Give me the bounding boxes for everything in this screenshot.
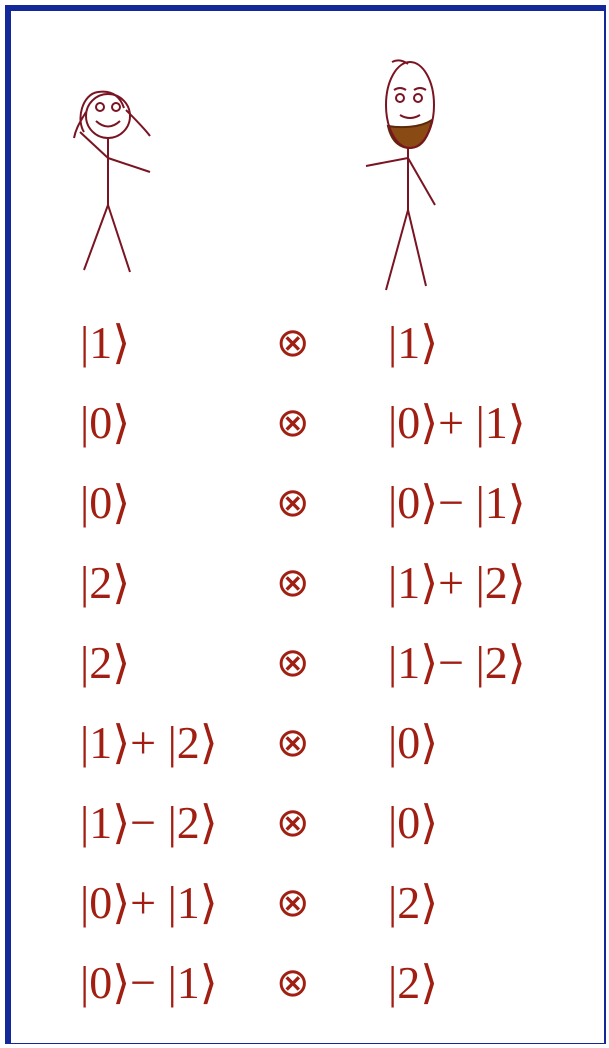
right-state: |1⟩− |2⟩ [388, 638, 526, 688]
left-state: |0⟩− |1⟩ [80, 958, 218, 1008]
left-state: |1⟩+ |2⟩ [80, 718, 218, 768]
bob-hair-icon [392, 60, 408, 64]
tensor-operator: ⊗ [276, 558, 310, 608]
alice-arm-left [80, 132, 108, 158]
list-item: |1⟩ ⊗ |1⟩ [0, 318, 609, 378]
tensor-operator: ⊗ [276, 318, 310, 368]
right-state: |0⟩ [388, 798, 438, 848]
list-item: |0⟩ ⊗ |0⟩+ |1⟩ [0, 398, 609, 458]
left-state: |1⟩ [80, 318, 130, 368]
right-state: |0⟩+ |1⟩ [388, 398, 526, 448]
left-state: |0⟩ [80, 398, 130, 448]
right-state: |2⟩ [388, 878, 438, 928]
list-item: |0⟩ ⊗ |0⟩− |1⟩ [0, 478, 609, 538]
bob-arm-right [408, 158, 435, 205]
right-state: |0⟩ [388, 718, 438, 768]
tensor-operator: ⊗ [276, 958, 310, 1008]
list-item: |1⟩+ |2⟩ ⊗ |0⟩ [0, 718, 609, 778]
tensor-operator: ⊗ [276, 798, 310, 848]
alice-figure [74, 92, 150, 272]
alice-ponytails-icon [74, 110, 150, 138]
alice-head [86, 94, 130, 138]
list-item: |2⟩ ⊗ |1⟩+ |2⟩ [0, 558, 609, 618]
bob-figure [366, 60, 435, 290]
list-item: |2⟩ ⊗ |1⟩− |2⟩ [0, 638, 609, 698]
tensor-operator: ⊗ [276, 718, 310, 768]
right-state: |0⟩− |1⟩ [388, 478, 526, 528]
bob-leg-left [386, 210, 408, 290]
right-state: |1⟩+ |2⟩ [388, 558, 526, 608]
right-state: |2⟩ [388, 958, 438, 1008]
bob-arm-left [366, 158, 408, 166]
left-state: |2⟩ [80, 638, 130, 688]
tensor-operator: ⊗ [276, 638, 310, 688]
list-item: |1⟩− |2⟩ ⊗ |0⟩ [0, 798, 609, 858]
alice-leg-left [84, 205, 108, 270]
bob-beard-icon [388, 120, 432, 148]
alice-leg-right [108, 205, 130, 272]
tensor-operator: ⊗ [276, 478, 310, 528]
alice-arm-right [108, 158, 150, 172]
left-state: |0⟩ [80, 478, 130, 528]
bob-leg-right [408, 210, 426, 286]
left-state: |1⟩− |2⟩ [80, 798, 218, 848]
list-item: |0⟩+ |1⟩ ⊗ |2⟩ [0, 878, 609, 938]
list-item: |0⟩− |1⟩ ⊗ |2⟩ [0, 958, 609, 1018]
left-state: |2⟩ [80, 558, 130, 608]
tensor-operator: ⊗ [276, 878, 310, 928]
stick-figures [0, 0, 609, 300]
right-state: |1⟩ [388, 318, 438, 368]
tensor-operator: ⊗ [276, 398, 310, 448]
left-state: |0⟩+ |1⟩ [80, 878, 218, 928]
